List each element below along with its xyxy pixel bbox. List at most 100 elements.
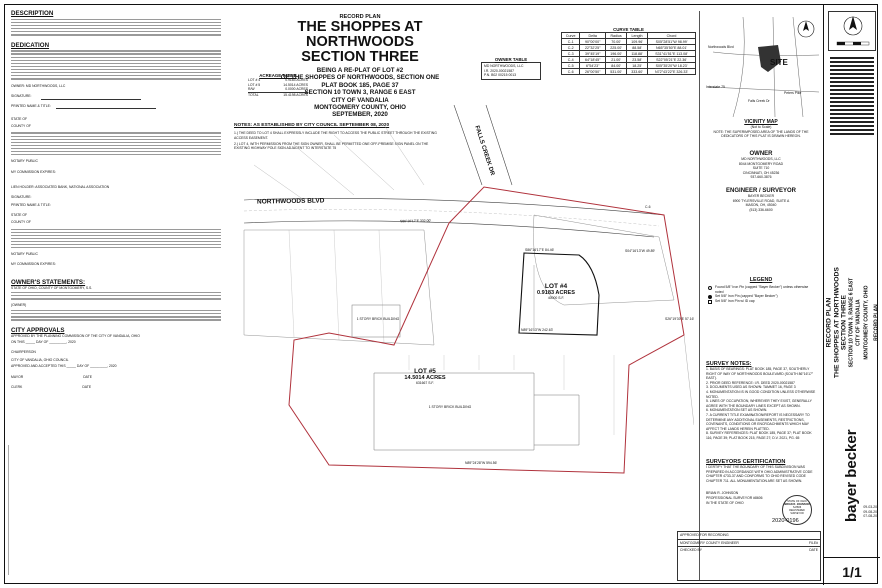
- right-offsite-line: [683, 334, 694, 426]
- lot-4-bottom-bearing: N89°16'13"W 242.63': [521, 328, 554, 332]
- adjacent-lots: [243, 229, 435, 346]
- clerk-date-label: DATE: [82, 385, 92, 390]
- north-arrow-box: [828, 11, 876, 51]
- city-approvals-heading: CITY APPROVALS: [11, 326, 65, 334]
- record-plan-label: RECORD PLAN: [339, 14, 381, 20]
- recording-approval-block: APPROVED FOR RECORDING MONTGOMERY COUNTY…: [677, 518, 821, 581]
- dedication-text: [11, 50, 221, 80]
- lot-4-right-bearing: S04°16'13"W 49.89': [625, 249, 656, 253]
- on-this-line: ON THIS _____ DAY OF _________, 2020: [11, 340, 76, 345]
- vicinity-road-1: Northwoods Blvd: [708, 45, 734, 49]
- bottom-bearing: N89°24'28"W 594.56': [465, 461, 498, 465]
- vicinity-road-3: Falls Creek Dr: [748, 99, 770, 103]
- set-pin-icon: [708, 295, 712, 300]
- checked-by-label: CHECKED BY: [680, 548, 703, 553]
- subtitle-7: SEPTEMBER, 2020: [332, 111, 388, 119]
- file-label: FILE#: [808, 540, 818, 545]
- mayor-date-label: DATE: [83, 374, 92, 379]
- printed-name-line[interactable]: [56, 103, 156, 110]
- north-arrow-icon: [836, 16, 870, 46]
- signature-line[interactable]: [41, 94, 141, 100]
- large-building: [373, 372, 535, 451]
- lien-printed-name-label: PRINTED NAME & TITLE:: [11, 202, 51, 207]
- set-pin-cap-icon: [708, 300, 712, 305]
- description-heading: DESCRIPTION: [11, 10, 54, 17]
- found-pin-icon: [708, 286, 712, 290]
- title-block: RECORD PLAN THE SHOPPES AT NORTHWOODS SE…: [245, 14, 475, 119]
- printed-name-label: PRINTED NAME & TITLE:: [11, 103, 51, 108]
- parking-lines: [408, 355, 615, 435]
- council-notes: NOTES: AS ESTABLISHED BY CITY COUNCIL SE…: [234, 123, 440, 151]
- owners-statements-heading: OWNER'S STATEMENTS:: [11, 278, 86, 286]
- northwoods-road: [243, 198, 665, 238]
- chairperson-label: CHAIRPERSON: [11, 349, 36, 354]
- lot-5-label: LOT #5 14.5014 ACRES 631667 S.F.: [404, 368, 446, 385]
- subtitle-2: OF THE SHOPPES OF NORTHWOODS, SECTION ON…: [280, 74, 440, 82]
- plat-sheet: DESCRIPTION DEDICATION OWNER: MD NORTHWO…: [4, 4, 880, 585]
- lien-signature-label: SIGNATURE:: [11, 195, 32, 200]
- title-block-strip: RECORD PLAN THE SHOPPES AT NORTHWOODS SE…: [823, 5, 880, 585]
- sheet-number: 1/1: [824, 557, 880, 585]
- notary-public-label: NOTARY PUBLIC: [11, 159, 38, 164]
- signature-label: SIGNATURE:: [11, 94, 32, 99]
- right-bearing: S26°19'30"E 57.16': [665, 317, 695, 321]
- mayor-label: MAYOR: [11, 374, 24, 379]
- upper-parcel-lines: [253, 124, 425, 201]
- site-highlight: [758, 45, 781, 72]
- adjacent-lot-right: [533, 214, 675, 306]
- owner-table: OWNER TABLE MD NORTHWOODS, LLC I.R. 2020…: [481, 57, 541, 80]
- approved-for-label: APPROVED FOR RECORDING: [680, 533, 729, 537]
- revision-dates: 09-03-20 09-08-20 07-08-20: [863, 505, 877, 519]
- owner-table-name: MD NORTHWOODS, LLC: [484, 64, 524, 69]
- county-of-label: COUNTY OF: [11, 123, 31, 128]
- council-label: CITY OF VANDALIA, OHIO COUNCIL: [11, 358, 69, 363]
- approved-by-line: APPROVED BY THE PLANNING COMMISSION OF T…: [11, 333, 140, 338]
- title-line-2: SECTION THREE: [301, 49, 419, 65]
- legend-swatch: [830, 55, 874, 135]
- lien-county-label: COUNTY OF: [11, 219, 31, 224]
- acknowledgement-text: [11, 132, 221, 156]
- large-building-label: 1 STORY BRICK BUILDING: [428, 405, 472, 409]
- adjacent-lot-dividers: [288, 229, 385, 344]
- small-building: [351, 304, 401, 338]
- survey-notes: SURVEY NOTES: 1. BASIS OF BEARINGS: PLAT…: [706, 361, 816, 440]
- subtitle-4: SECTION 10 TOWN 3, RANGE 6 EAST: [304, 89, 416, 97]
- falls-creek-road: [453, 105, 513, 186]
- owner-table-heading: OWNER TABLE: [494, 57, 528, 62]
- lien-commission-label: MY COMMISSION EXPIRES:: [11, 262, 56, 267]
- vicinity-caption: VICINITY MAP (Not to Scale) NOTE: THE SU…: [713, 119, 809, 139]
- subtitle-1: BEING A RE-PLAT OF LOT #2: [316, 67, 404, 74]
- left-column: DESCRIPTION DEDICATION OWNER: MD NORTHWO…: [11, 10, 233, 580]
- legend-item: Set 5/8" Iron Pin w/ ID cap: [708, 299, 814, 305]
- lien-holder-label: LIEN HOLDER: ASSOCIATED BANK, NATIONAL A…: [11, 184, 110, 189]
- vicinity-road-2: Interstate 75: [706, 85, 725, 89]
- acreage-heading: ACREAGE TABLE: [259, 73, 297, 78]
- vicinity-map: [707, 17, 819, 117]
- legend-item: Found 5/8" Iron Pin (capped "Bayer Becke…: [708, 285, 814, 294]
- small-building-label: 1 STORY BRICK BUILDING: [356, 317, 400, 321]
- owner-label: OWNER: MD NORTHWOODS, LLC: [11, 83, 66, 88]
- surveyor-seal: STATE OF OHIO BRIAN R. JOHNSON S-8606 RE…: [782, 495, 812, 525]
- curve-table-heading: CURVE TABLE: [613, 27, 644, 32]
- county-engineer-label: MONTGOMERY COUNTY ENGINEER: [680, 540, 739, 545]
- approved-accepted-line: APPROVED AND ACCEPTED THIS _____ DAY OF …: [11, 364, 117, 369]
- owners-state-line: STATE OF OHIO, COUNTY OF MONTGOMERY, S.S…: [11, 285, 93, 290]
- owner-block: OWNER MD NORTHWOODS, LLC 8044 MONTGOMERY…: [738, 151, 784, 180]
- north-arrow-head-icon: [803, 21, 809, 31]
- note-1: 1.) THE DEED TO LOT 4 SHALL EXPRESSLY IN…: [234, 131, 437, 140]
- site-plan-drawing: [243, 105, 694, 474]
- checked-date-label: DATE: [809, 548, 818, 553]
- road-centerline: [243, 209, 660, 227]
- description-text: [11, 18, 221, 36]
- building-wing: [534, 394, 580, 446]
- road-label-northwoods: NORTHWOODS BLVD: [256, 197, 325, 206]
- left-edge-strip: [5, 445, 9, 575]
- lot-4-boundary: [518, 252, 600, 336]
- legend-block: LEGEND Found 5/8" Iron Pin (capped "Baye…: [708, 277, 814, 305]
